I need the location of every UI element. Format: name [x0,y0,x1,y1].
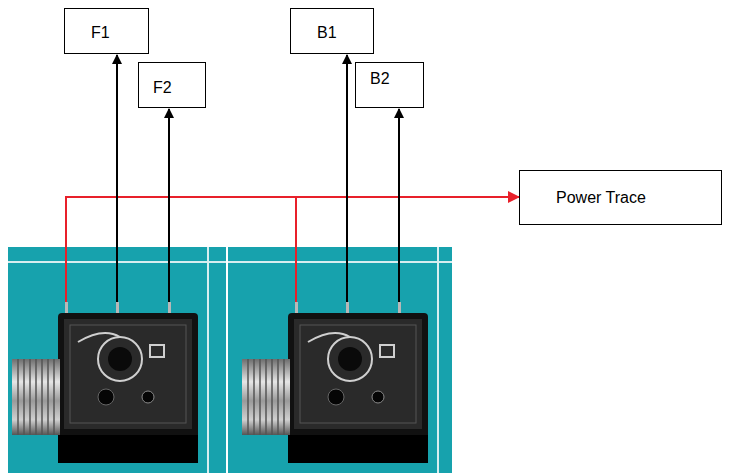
photo-right [228,247,452,473]
label-box: F1 [64,8,149,54]
power-wire [66,197,519,302]
box-label: F2 [153,78,172,97]
box-label: B1 [317,23,337,42]
audio-jack [12,302,198,463]
box-label: B2 [370,69,390,88]
label-box: F2 [138,62,206,108]
box-label: Power Trace [556,188,646,207]
audio-jack [242,302,428,463]
box-label: F1 [91,23,110,42]
label-box: Power Trace [519,170,722,225]
label-box: B1 [290,8,374,54]
label-box: B2 [355,62,424,108]
